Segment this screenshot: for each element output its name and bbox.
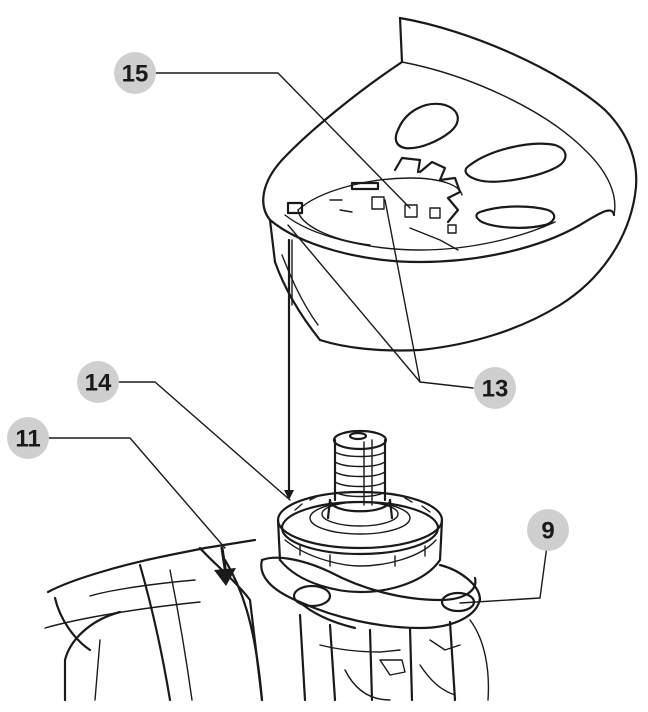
spindle-collar-assembly	[276, 429, 444, 594]
callout-9-label: 9	[541, 518, 554, 545]
callout-13: 13	[474, 367, 516, 409]
callout-9: 9	[527, 509, 569, 551]
callout-11: 11	[7, 417, 49, 459]
callout-11-label: 11	[15, 426, 40, 453]
leader-lines	[47, 72, 549, 604]
wheel-guard	[262, 16, 638, 352]
alignment-arrow	[284, 238, 294, 500]
callout-14-label: 14	[85, 370, 112, 397]
direction-arrow	[214, 546, 236, 586]
callout-15: 15	[114, 52, 156, 94]
callout-15-label: 15	[122, 61, 149, 88]
grinder-body	[44, 538, 490, 702]
callout-13-label: 13	[482, 376, 509, 403]
callout-14: 14	[77, 361, 119, 403]
